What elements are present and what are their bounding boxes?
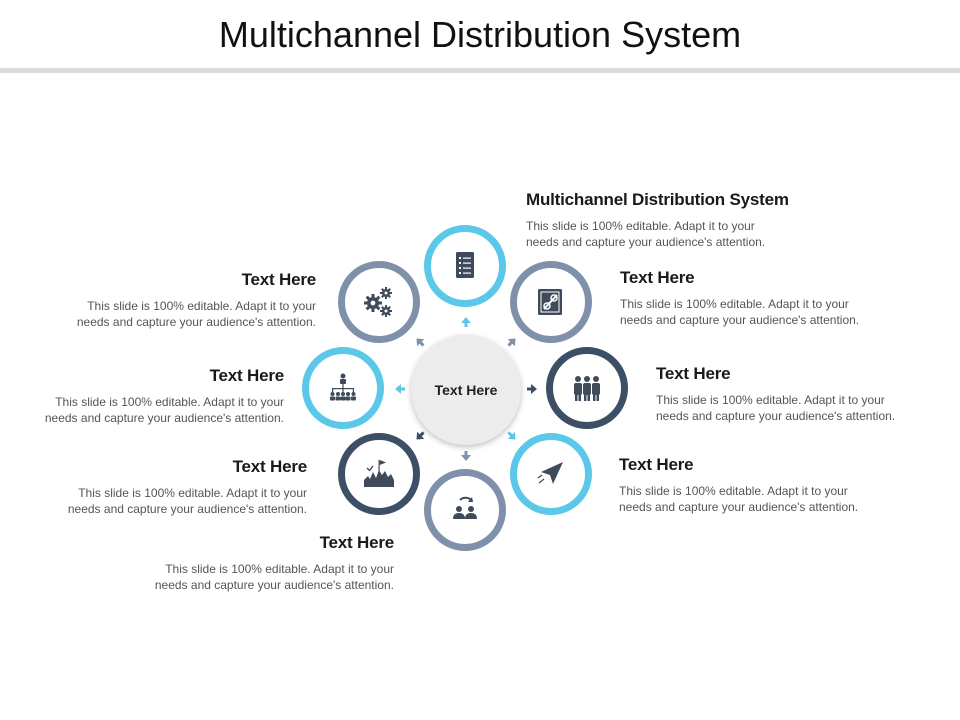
label-description: This slide is 100% editable. Adapt it to… — [76, 299, 316, 329]
label-right: Text Here This slide is 100% editable. A… — [656, 364, 956, 424]
label-title: Text Here — [241, 270, 317, 289]
label-description: This slide is 100% editable. Adapt it to… — [620, 297, 860, 327]
center-hub: Text Here — [411, 335, 521, 445]
label-lower-right: Text Here This slide is 100% editable. A… — [619, 455, 919, 515]
paper-plane-icon — [537, 462, 563, 484]
node-lower-left — [338, 433, 420, 515]
node-upper-left — [338, 261, 420, 343]
document-link-icon — [538, 289, 562, 315]
label-upper-right: Text Here This slide is 100% editable. A… — [620, 268, 920, 328]
label-title: Text Here — [619, 455, 694, 474]
node-top — [424, 225, 506, 307]
label-top: Multichannel Distribution System This sl… — [526, 190, 846, 250]
label-description: This slide is 100% editable. Adapt it to… — [44, 395, 284, 425]
user-cycle-icon — [453, 496, 477, 519]
label-description: This slide is 100% editable. Adapt it to… — [67, 486, 307, 516]
label-title: Text Here — [620, 268, 695, 287]
arrow-up-icon — [461, 317, 471, 327]
node-upper-right — [510, 261, 592, 343]
arrow-left-icon — [395, 384, 405, 394]
label-description: This slide is 100% editable. Adapt it to… — [619, 484, 859, 514]
title-divider — [0, 68, 960, 73]
label-description: This slide is 100% editable. Adapt it to… — [526, 219, 766, 249]
checklist-icon — [456, 252, 474, 278]
label-bottom: Text Here This slide is 100% editable. A… — [94, 533, 394, 593]
page-title: Multichannel Distribution System — [218, 14, 742, 55]
label-title: Text Here — [232, 457, 308, 476]
gears-icon — [364, 287, 392, 317]
node-bottom — [424, 469, 506, 551]
node-right — [546, 347, 628, 429]
arrow-down-left-icon — [416, 431, 425, 440]
arrow-down-icon — [461, 451, 471, 461]
label-title: Text Here — [209, 366, 285, 385]
label-description: This slide is 100% editable. Adapt it to… — [656, 393, 896, 423]
node-lower-right — [510, 433, 592, 515]
arrow-right-icon — [527, 384, 537, 394]
team-icon — [574, 376, 600, 401]
mountain-flag-icon — [364, 460, 394, 487]
arrow-up-right-icon — [507, 338, 516, 347]
node-left — [302, 347, 384, 429]
center-label: Text Here — [434, 382, 498, 398]
label-upper-left: Text Here This slide is 100% editable. A… — [16, 270, 316, 330]
label-lower-left: Text Here This slide is 100% editable. A… — [7, 457, 307, 517]
arrow-up-left-icon — [416, 338, 425, 347]
label-left: Text Here This slide is 100% editable. A… — [0, 366, 284, 426]
label-title: Text Here — [656, 364, 731, 383]
arrow-down-right-icon — [507, 431, 516, 440]
org-chart-icon — [330, 373, 356, 401]
label-description: This slide is 100% editable. Adapt it to… — [154, 562, 394, 592]
label-title: Text Here — [319, 533, 395, 552]
label-title: Multichannel Distribution System — [526, 190, 789, 209]
